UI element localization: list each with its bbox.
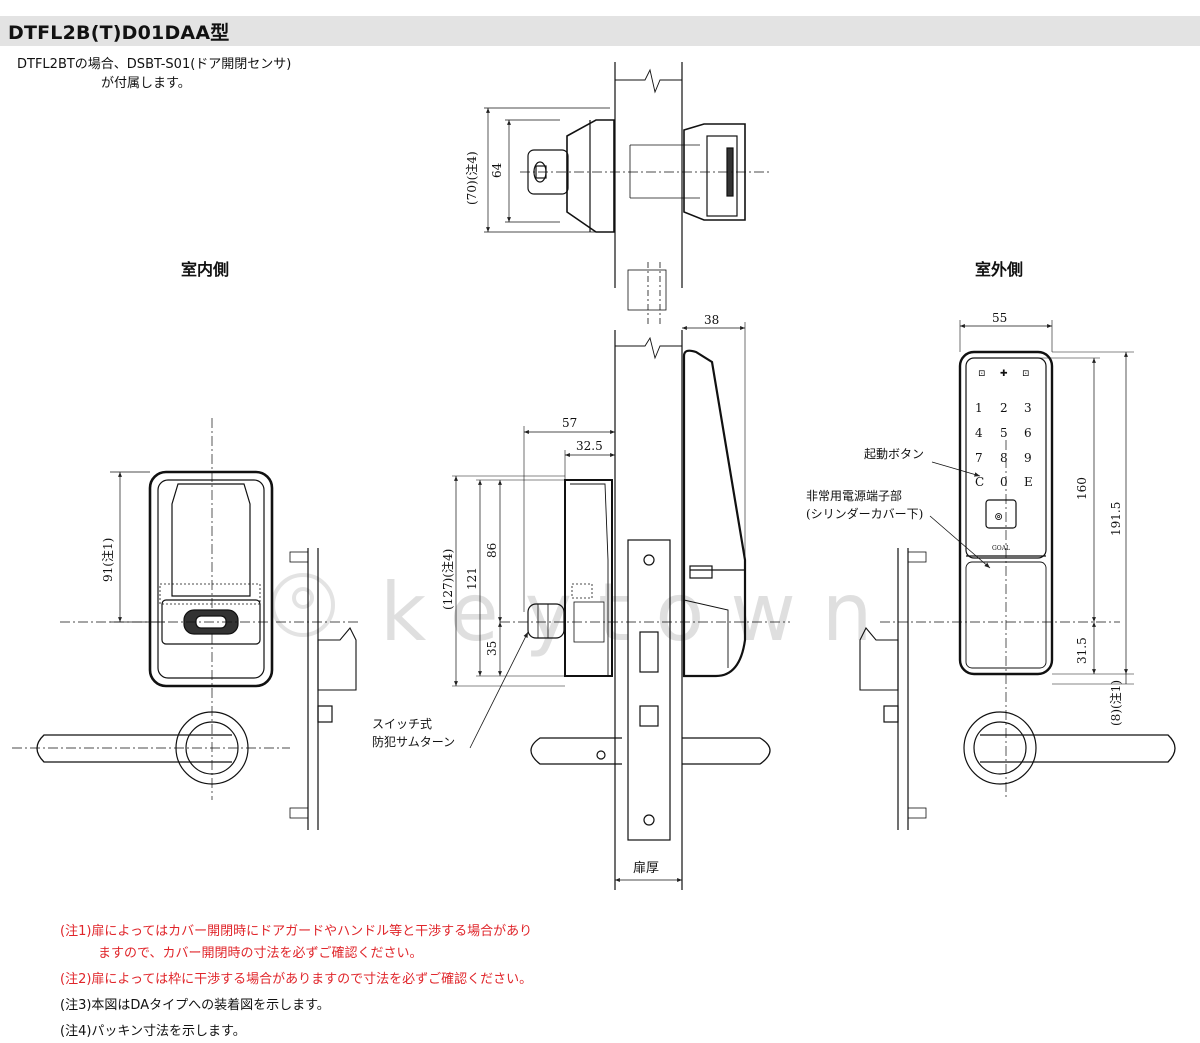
key-8: 8 [1000, 451, 1008, 465]
keypad-icon-2: ✚ [1000, 369, 1008, 379]
notes-list: (注1)扉によってはカバー開閉時にドアガードやハンドル等と干渉する場合があり ま… [60, 921, 532, 1043]
note-3: (注3)本図はDAタイプへの装着図を示します。 [60, 995, 532, 1017]
callout-terminal-1: 非常用電源端子部 [806, 488, 902, 503]
callout-thumbturn-2: 防犯サムターン [372, 734, 455, 749]
keypad-icon-1: ⊡ [978, 369, 986, 379]
dim-top-70: (70)(注4) [464, 151, 479, 205]
key-3: 3 [1024, 401, 1032, 415]
watermark-text: keytown [380, 566, 898, 659]
key-9: 9 [1024, 451, 1032, 465]
keypad-brand: GOAL [992, 545, 1010, 552]
key-4: 4 [975, 426, 983, 440]
key-7: 7 [975, 451, 983, 465]
page-title: DTFL2B(T)D01DAA型 [8, 22, 230, 44]
dim-door-thickness: 扉厚 [633, 860, 659, 876]
indoor-view-label: 室内側 [181, 260, 230, 279]
dim-side-35: 35 [485, 641, 499, 656]
keypad-icon-3: ⊡ [1022, 369, 1030, 379]
dim-outdoor-8: (8)(注1) [1108, 680, 1123, 726]
dim-outdoor-31-5: 31.5 [1075, 637, 1089, 664]
intro-note: DTFL2BTの場合、DSBT-S01(ドア開閉センサ) が付属します。 [17, 55, 291, 93]
key-6: 6 [1024, 426, 1032, 440]
fingerprint-icon: ⊚ [994, 510, 1003, 523]
dim-outdoor-160: 160 [1075, 477, 1089, 500]
dim-side-127: (127)(注4) [440, 549, 455, 610]
watermark: keytown [271, 566, 898, 659]
key-0: 0 [1000, 475, 1008, 489]
outdoor-view-label: 室外側 [975, 260, 1024, 279]
dim-outdoor-55: 55 [992, 311, 1007, 325]
note-1-line-1: 扉によってはカバー開閉時にドアガードやハンドル等と干渉する場合があり [91, 924, 533, 939]
note-1-label: (注1) [60, 924, 92, 939]
key-e: E [1024, 475, 1033, 489]
dim-top-64: 64 [490, 162, 504, 178]
key-2: 2 [1000, 401, 1008, 415]
dim-side-32-5: 32.5 [576, 439, 603, 453]
indoor-front-view [12, 418, 360, 830]
note-2-line-1: 扉によっては枠に干渉する場合がありますので寸法を必ずご確認ください。 [91, 972, 533, 987]
callout-terminal-2: (シリンダーカバー下) [806, 506, 923, 521]
top-view [484, 62, 770, 325]
note-4-label: (注4) [60, 1024, 92, 1039]
intro-line-1: DTFL2BTの場合、DSBT-S01(ドア開閉センサ) [17, 57, 292, 72]
outdoor-front-view [859, 320, 1176, 830]
note-1-line-2: ますので、カバー開閉時の寸法を必ずご確認ください。 [98, 946, 423, 961]
side-view [452, 322, 790, 890]
keypad: ⊡ ✚ ⊡ 1 2 3 4 5 6 7 8 9 C 0 E ⊚ GOAL [975, 369, 1033, 552]
note-3-label: (注3) [60, 998, 92, 1013]
key-5: 5 [1000, 426, 1008, 440]
dim-side-57: 57 [562, 416, 577, 430]
note-2-label: (注2) [60, 972, 92, 987]
dim-indoor-91: 91(注1) [100, 538, 115, 582]
note-4-line-1: パッキン寸法を示します。 [91, 1024, 246, 1039]
key-1: 1 [975, 401, 983, 415]
dim-outdoor-191-5: 191.5 [1109, 502, 1123, 536]
callout-start-button: 起動ボタン [864, 447, 924, 461]
intro-line-2: が付属します。 [101, 76, 191, 91]
key-c: C [975, 475, 984, 489]
dim-side-38: 38 [704, 313, 719, 327]
dim-side-86: 86 [485, 543, 499, 558]
note-4: (注4)パッキン寸法を示します。 [60, 1021, 532, 1043]
note-2: (注2)扉によっては枠に干渉する場合がありますので寸法を必ずご確認ください。 [60, 969, 532, 991]
callout-thumbturn-1: スイッチ式 [372, 717, 432, 731]
note-1: (注1)扉によってはカバー開閉時にドアガードやハンドル等と干渉する場合があり ま… [60, 921, 532, 965]
note-3-line-1: 本図はDAタイプへの装着図を示します。 [91, 998, 330, 1013]
dim-side-121: 121 [465, 567, 479, 590]
title-bar: DTFL2B(T)D01DAA型 [0, 16, 1200, 46]
